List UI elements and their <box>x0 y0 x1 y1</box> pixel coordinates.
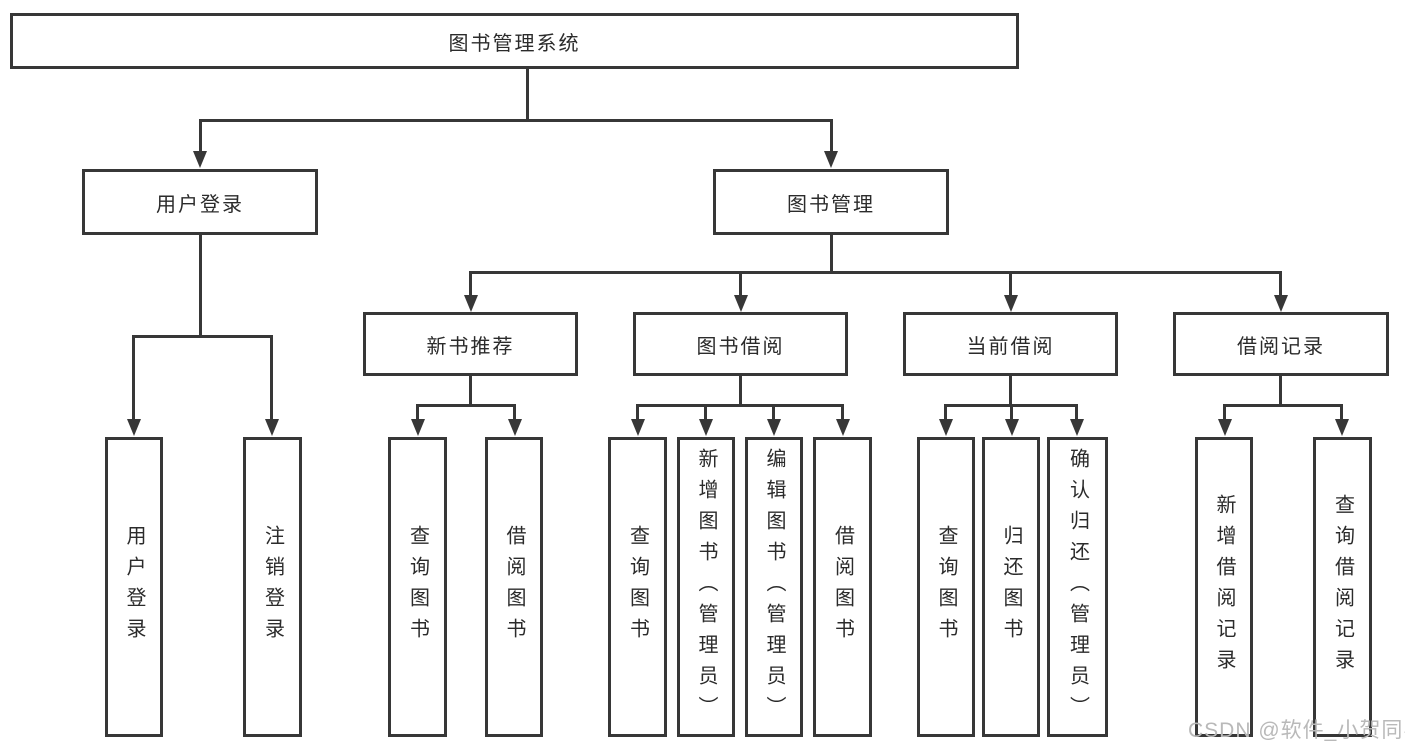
connector-line <box>1010 404 1013 423</box>
connector-line <box>1223 404 1343 407</box>
node-borrow-records-label: 借阅记录 <box>1237 335 1325 358</box>
arrow-down-icon <box>1004 295 1018 312</box>
arrow-down-icon <box>824 151 838 168</box>
leaf-query-borrow-record: 查询借阅记录 <box>1313 437 1372 737</box>
leaf-add-borrow-record: 新增借阅记录 <box>1195 437 1253 737</box>
leaf-confirm-return-admin-label: 确认归还（管理员） <box>1066 447 1089 727</box>
connector-line <box>1075 404 1078 423</box>
connector-line <box>513 404 516 423</box>
connector-line <box>526 68 529 121</box>
leaf-logout: 注销登录 <box>243 437 302 737</box>
node-new-book-recommend-label: 新书推荐 <box>426 335 515 358</box>
connector-line <box>199 234 202 338</box>
arrow-down-icon <box>631 419 645 436</box>
connector-line <box>772 404 775 423</box>
leaf-query-books-borrowing-label: 查询图书 <box>626 525 649 649</box>
arrow-down-icon <box>734 295 748 312</box>
connector-line <box>469 271 472 298</box>
arrow-down-icon <box>699 419 713 436</box>
arrow-down-icon <box>1218 419 1232 436</box>
node-book-management-label: 图书管理 <box>787 193 875 216</box>
node-root-label: 图书管理系统 <box>448 32 581 55</box>
connector-line <box>636 404 639 423</box>
arrow-down-icon <box>464 295 478 312</box>
arrow-down-icon <box>939 419 953 436</box>
leaf-user-login: 用户登录 <box>105 437 163 737</box>
connector-line <box>1223 404 1226 423</box>
connector-line <box>132 335 135 423</box>
node-book-borrowing-label: 图书借阅 <box>696 335 785 358</box>
node-book-management: 图书管理 <box>713 169 949 235</box>
leaf-add-book-admin-label: 新增图书（管理员） <box>695 447 717 727</box>
arrow-down-icon <box>265 419 279 436</box>
leaf-return-book-label: 归还图书 <box>1000 525 1022 649</box>
leaf-borrow-books-recommend-label: 借阅图书 <box>503 525 525 649</box>
connector-line <box>739 375 742 407</box>
leaf-query-borrow-record-label: 查询借阅记录 <box>1331 494 1354 680</box>
connector-line <box>1009 375 1012 407</box>
node-root: 图书管理系统 <box>10 13 1019 69</box>
connector-line <box>1279 271 1282 298</box>
arrow-down-icon <box>1005 419 1019 436</box>
connector-line <box>739 271 742 298</box>
csdn-watermark: CSDN @软件_小贺同学 <box>1188 719 1405 742</box>
connector-line <box>1009 271 1012 298</box>
node-current-borrowing-label: 当前借阅 <box>966 335 1055 358</box>
arrow-down-icon <box>127 419 141 436</box>
arrow-down-icon <box>836 419 850 436</box>
connector-line <box>416 404 516 407</box>
leaf-add-borrow-record-label: 新增借阅记录 <box>1213 494 1235 680</box>
connector-line <box>199 119 202 157</box>
connector-line <box>841 404 844 423</box>
leaf-add-book-admin: 新增图书（管理员） <box>677 437 735 737</box>
leaf-query-books-current: 查询图书 <box>917 437 975 737</box>
connector-line <box>704 404 707 423</box>
connector-line <box>469 271 1282 274</box>
connector-line <box>199 119 833 122</box>
node-current-borrowing: 当前借阅 <box>903 312 1118 376</box>
arrow-down-icon <box>193 151 207 168</box>
leaf-edit-book-admin: 编辑图书（管理员） <box>745 437 803 737</box>
leaf-user-login-label: 用户登录 <box>123 525 145 649</box>
node-book-borrowing: 图书借阅 <box>633 312 848 376</box>
leaf-return-book: 归还图书 <box>982 437 1040 737</box>
connector-line <box>132 335 273 338</box>
leaf-borrow-books-borrowing-label: 借阅图书 <box>831 525 854 649</box>
arrow-down-icon <box>767 419 781 436</box>
connector-line <box>270 335 273 423</box>
connector-line <box>944 404 947 423</box>
arrow-down-icon <box>1335 419 1349 436</box>
arrow-down-icon <box>1274 295 1288 312</box>
arrow-down-icon <box>411 419 425 436</box>
leaf-query-books-borrowing: 查询图书 <box>608 437 667 737</box>
node-borrow-records: 借阅记录 <box>1173 312 1389 376</box>
leaf-logout-label: 注销登录 <box>261 525 284 649</box>
arrow-down-icon <box>508 419 522 436</box>
leaf-confirm-return-admin: 确认归还（管理员） <box>1047 437 1108 737</box>
connector-line <box>1279 375 1282 407</box>
node-user-login: 用户登录 <box>82 169 318 235</box>
leaf-query-books-current-label: 查询图书 <box>935 525 957 649</box>
leaf-query-books-recommend-label: 查询图书 <box>406 525 429 649</box>
arrow-down-icon <box>1070 419 1084 436</box>
connector-line <box>830 119 833 157</box>
connector-line <box>416 404 419 423</box>
leaf-edit-book-admin-label: 编辑图书（管理员） <box>763 447 785 727</box>
connector-line <box>636 404 844 407</box>
leaf-borrow-books-borrowing: 借阅图书 <box>813 437 872 737</box>
connector-line <box>469 375 472 407</box>
node-new-book-recommend: 新书推荐 <box>363 312 578 376</box>
leaf-borrow-books-recommend: 借阅图书 <box>485 437 543 737</box>
node-user-login-label: 用户登录 <box>156 193 244 216</box>
leaf-query-books-recommend: 查询图书 <box>388 437 447 737</box>
connector-line <box>1340 404 1343 423</box>
connector-line <box>830 234 833 274</box>
